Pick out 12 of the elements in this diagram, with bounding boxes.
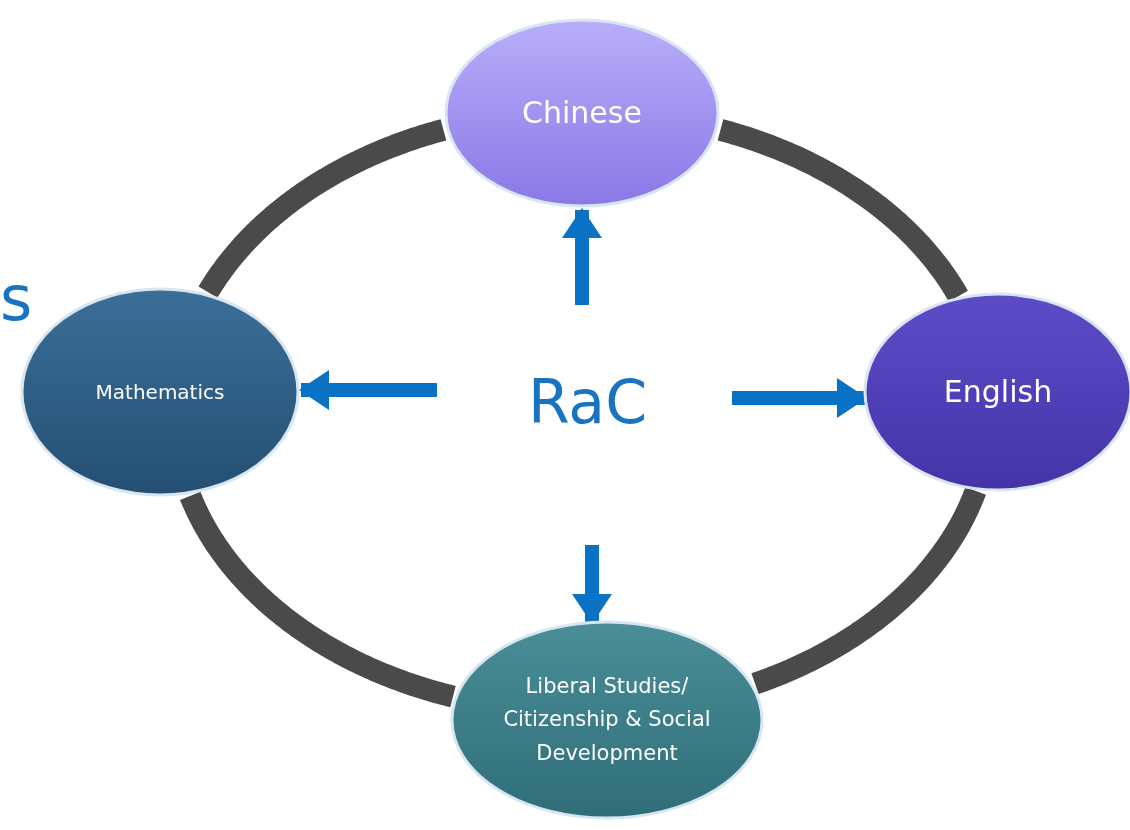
arrow [572, 545, 612, 624]
cut-off-text: s [0, 268, 33, 330]
subject-label: Mathematics [94, 379, 226, 406]
arrow [732, 378, 867, 418]
subject-ellipse [450, 620, 764, 820]
arrow [299, 370, 437, 410]
subject-label: English [942, 373, 1054, 411]
subject-label: Chinese [521, 94, 643, 132]
center-label: RaC [528, 372, 648, 432]
arrow [562, 208, 602, 305]
subject-label: Liberal Studies/ Citizenship & Social Development [502, 672, 712, 767]
subject-ellipse [444, 18, 720, 208]
